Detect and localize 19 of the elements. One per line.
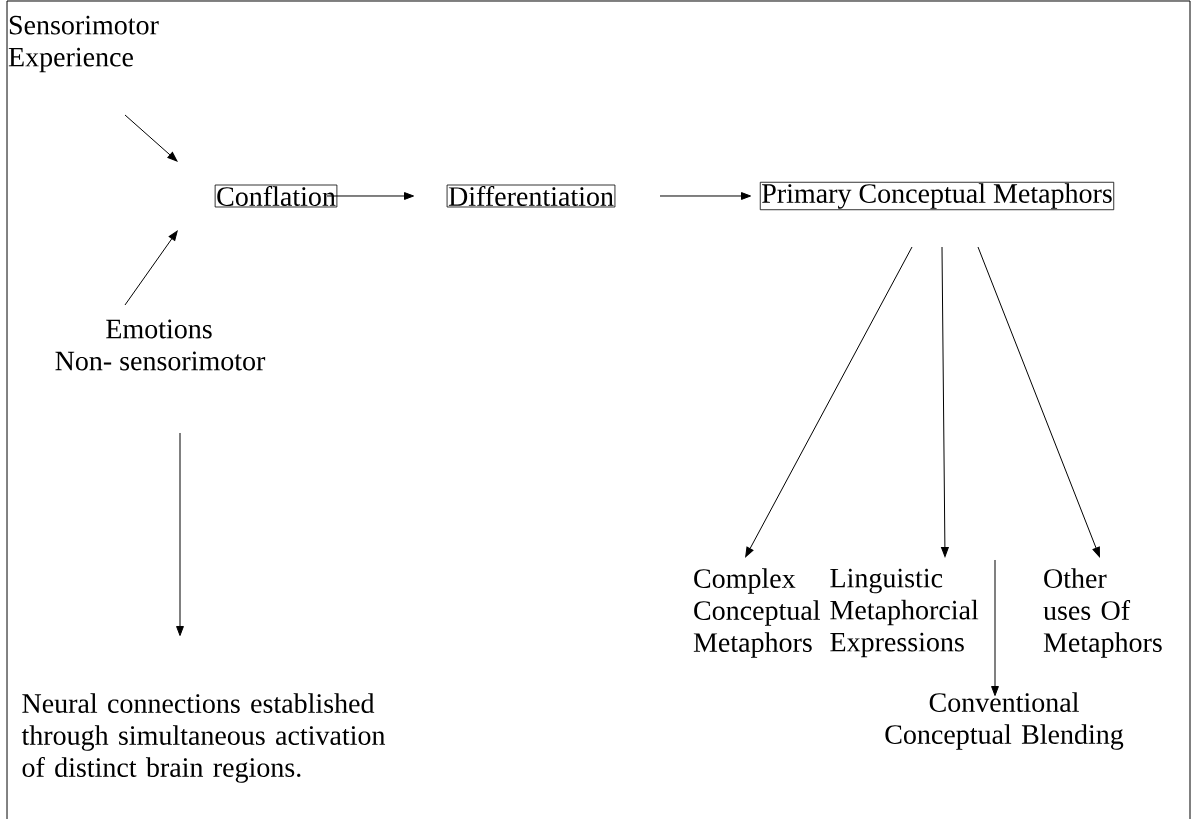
text-label: Sensorimotor Experience [8, 15, 159, 73]
process-box: Conflation [214, 184, 338, 208]
arrow [124, 230, 178, 306]
text-label: Neural connections established through simultaneous activation of distinct brain regions. [21, 693, 386, 783]
arrow [176, 432, 184, 637]
text-label: Other uses Of Metaphors [1043, 568, 1162, 658]
text-label: Emotions Non- sensorimotor [55, 319, 266, 371]
process-box: Differentiation [446, 184, 616, 208]
text-label: Complex Conceptual Metaphors [693, 568, 820, 658]
text-label: Linguistic Metaphorcial Expressions [830, 568, 979, 658]
arrow [941, 246, 949, 558]
arrow [977, 246, 1100, 558]
arrow [659, 192, 752, 200]
arrow [991, 559, 999, 697]
text-label: Conventional Conceptual Blending [885, 692, 1124, 750]
arrow [124, 114, 178, 162]
process-box: Primary Conceptual Metaphors [759, 181, 1115, 211]
arrow [745, 246, 913, 558]
arrow [326, 192, 415, 200]
